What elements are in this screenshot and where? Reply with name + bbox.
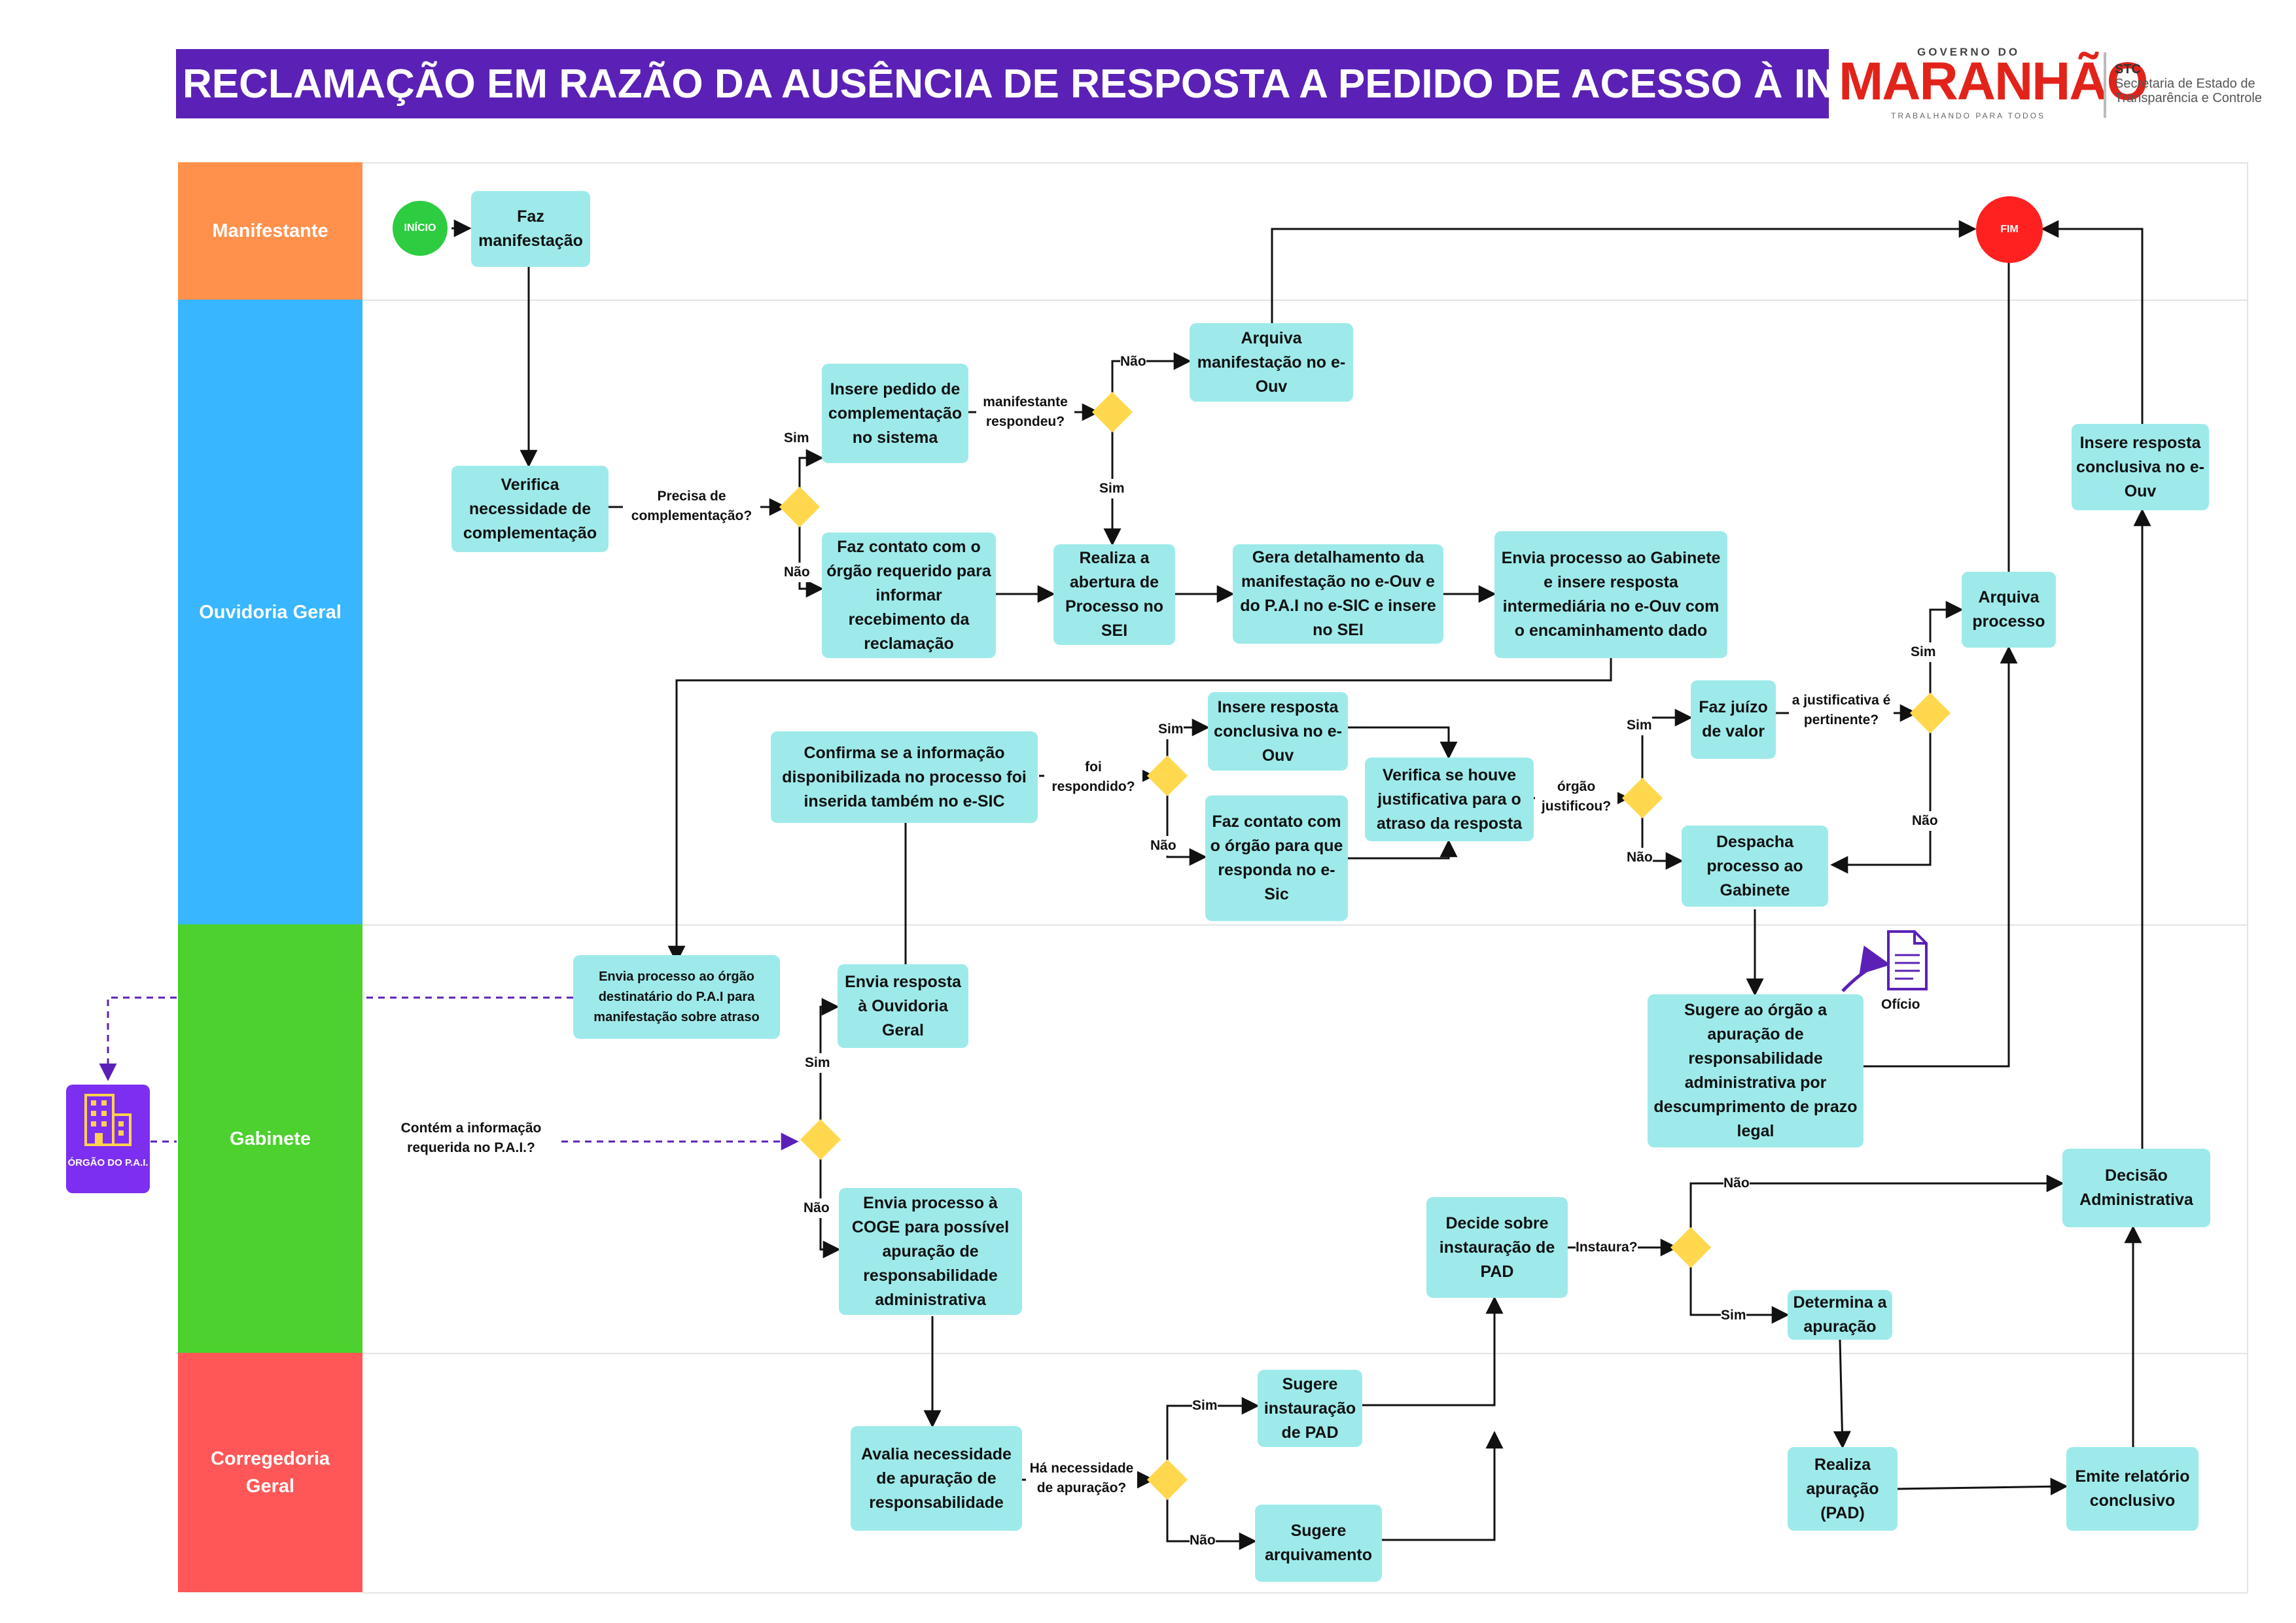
arquiva-processo-task: Arquiva processo <box>1962 572 2056 648</box>
document-icon <box>1887 930 1928 990</box>
orgao-justificou-label: órgão justificou? <box>1535 777 1617 816</box>
lane-divider-1 <box>362 300 2248 301</box>
lane-border-bottom <box>362 1592 2248 1594</box>
answer-sim: Sim <box>1627 716 1652 735</box>
answer-sim: Sim <box>1192 1396 1218 1416</box>
governo-maranhao-logo: GOVERNO DO MARANHÃO TRABALHANDO PARA TOD… <box>1839 46 2148 120</box>
answer-nao: Não <box>1627 848 1653 867</box>
lane-border-right <box>2247 162 2248 1594</box>
foi-respondido-label: foi respondido? <box>1044 758 1142 797</box>
lane-gabinete: Gabinete <box>178 924 362 1353</box>
decide-instauracao-task: Decide sobre instauração de PAD <box>1426 1197 1568 1298</box>
lane-divider-2 <box>362 924 2248 926</box>
start-event: INÍCIO <box>393 201 448 256</box>
answer-sim: Sim <box>1911 642 1936 662</box>
stc-logo: STC Secretaria de Estado de Transparênci… <box>2115 62 2262 105</box>
insere-resposta-conclusiva-task: Insere resposta conclusiva no e-Ouv <box>1208 692 1348 771</box>
gera-detalhamento-task: Gera detalhamento da manifestação no e-O… <box>1233 544 1443 644</box>
answer-sim: Sim <box>805 1053 830 1073</box>
faz-manifestacao-task: Faz manifestação <box>471 191 590 267</box>
avalia-necessidade-task: Avalia necessidade de apuração de respon… <box>851 1426 1022 1531</box>
despacha-gabinete-task: Despacha processo ao Gabinete <box>1682 826 1828 907</box>
answer-sim: Sim <box>1158 720 1184 739</box>
realiza-apuracao-task: Realiza apuração (PAD) <box>1788 1447 1898 1531</box>
lane-corregedoria: Corregedoria Geral <box>178 1353 362 1592</box>
verifica-justificativa-task: Verifica se houve justificativa para o a… <box>1365 758 1534 841</box>
sugere-instauracao-task: Sugere instauração de PAD <box>1258 1370 1362 1447</box>
instaura-label: Instaura? <box>1576 1238 1638 1257</box>
answer-sim: Sim <box>784 428 809 448</box>
answer-nao: Não <box>804 1198 830 1218</box>
contem-informacao-label: Contém a informação requerida no P.A.I.? <box>393 1119 550 1158</box>
oficio-label: Ofício <box>1881 997 1920 1012</box>
building-icon <box>84 1094 132 1146</box>
insere-resposta-conclusiva-final-task: Insere resposta conclusiva no e-Ouv <box>2072 424 2209 510</box>
envia-resposta-ouvidoria-task: Envia resposta à Ouvidoria Geral <box>838 964 968 1048</box>
envia-processo-gabinete-task: Envia processo ao Gabinete e insere resp… <box>1494 531 1727 658</box>
logo-divider <box>2104 52 2106 118</box>
emite-relatorio-task: Emite relatório conclusivo <box>2066 1447 2199 1531</box>
answer-nao: Não <box>1723 1174 1750 1193</box>
orgao-pai-box: ÓRGÃO DO P.A.I. <box>66 1085 150 1193</box>
ha-necessidade-label: Há necessidade de apuração? <box>1026 1459 1137 1498</box>
confirma-informacao-task: Confirma se a informação disponibilizada… <box>771 731 1038 823</box>
lane-border-top <box>362 162 2248 164</box>
insere-pedido-task: Insere pedido de complementação no siste… <box>822 364 968 463</box>
precisa-complementacao-label: Precisa de complementação? <box>623 487 760 526</box>
justificativa-pertinente-label: a justificativa é pertinente? <box>1789 691 1894 730</box>
realiza-abertura-task: Realiza a abertura de Processo no SEI <box>1053 544 1175 645</box>
determina-apuracao-task: Determina a apuração <box>1788 1290 1892 1340</box>
manifestante-respondeu-label: manifestante respondeu? <box>976 393 1074 432</box>
faz-contato-sic-task: Faz contato com o órgão para que respond… <box>1205 795 1348 921</box>
lane-manifestante: Manifestante <box>178 162 362 300</box>
faz-juizo-task: Faz juízo de valor <box>1691 680 1776 759</box>
answer-nao: Não <box>1120 352 1146 372</box>
answer-nao: Não <box>1912 811 1938 831</box>
verifica-necessidade-task: Verifica necessidade de complementação <box>451 466 609 552</box>
answer-sim: Sim <box>1099 479 1125 498</box>
lane-divider-3 <box>362 1353 2248 1354</box>
envia-processo-orgao-task: Envia processo ao órgão destinatário do … <box>573 955 780 1039</box>
end-event: FIM <box>1976 196 2043 263</box>
answer-nao: Não <box>1150 836 1176 856</box>
faz-contato-orgao-task: Faz contato com o órgão requerido para i… <box>822 532 996 658</box>
envia-processo-coge-task: Envia processo à COGE para possível apur… <box>839 1188 1022 1315</box>
answer-sim: Sim <box>1721 1306 1746 1325</box>
answer-nao: Não <box>784 563 810 582</box>
decisao-administrativa-task: Decisão Administrativa <box>2062 1149 2210 1227</box>
lane-ouvidoria: Ouvidoria Geral <box>178 300 362 924</box>
sugere-orgao-task: Sugere ao órgão a apuração de responsabi… <box>1648 994 1863 1147</box>
arquiva-manifestacao-task: Arquiva manifestação no e-Ouv <box>1190 323 1353 402</box>
sugere-arquivamento-task: Sugere arquivamento <box>1255 1505 1382 1582</box>
answer-nao: Não <box>1190 1531 1216 1550</box>
page-title: RECLAMAÇÃO EM RAZÃO DA AUSÊNCIA DE RESPO… <box>176 49 2074 118</box>
